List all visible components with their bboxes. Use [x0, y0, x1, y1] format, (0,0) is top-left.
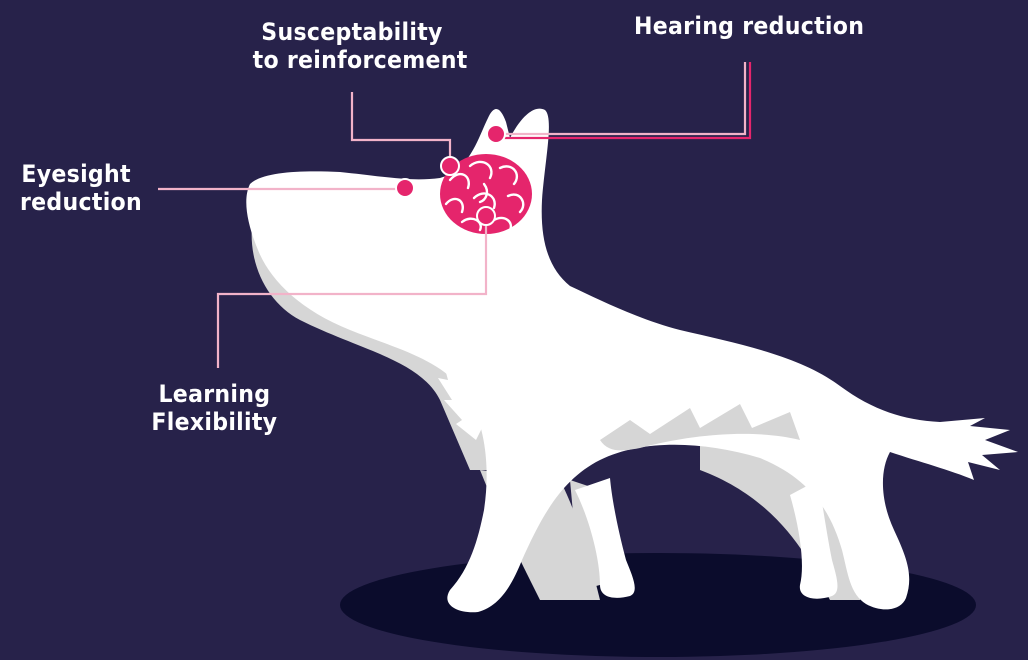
susceptibility-connector [352, 92, 450, 166]
eyesight-label-line-1: Eyesight [20, 160, 132, 188]
learning-dot [477, 207, 495, 225]
learning-label-line-2: Flexibility [150, 408, 279, 436]
eyesight-label-line-2: reduction [20, 188, 132, 216]
susceptibility-label-line-2: to reinforcement [253, 46, 452, 74]
hearing-dot [487, 125, 505, 143]
dog-body [246, 109, 1018, 613]
susceptibility-label-line-1: Susceptability [253, 18, 452, 46]
learning-flexibility-label: Learning Flexibility [150, 380, 279, 436]
susceptibility-dot [441, 157, 459, 175]
eyesight-dot [396, 179, 414, 197]
dog-silhouette [246, 109, 1018, 613]
eyesight-reduction-label: Eyesight reduction [20, 160, 132, 216]
hearing-label-line-1: Hearing reduction [634, 12, 864, 40]
susceptibility-label: Susceptability to reinforcement [253, 18, 452, 74]
hearing-reduction-label: Hearing reduction [634, 12, 864, 40]
learning-label-line-1: Learning [150, 380, 279, 408]
